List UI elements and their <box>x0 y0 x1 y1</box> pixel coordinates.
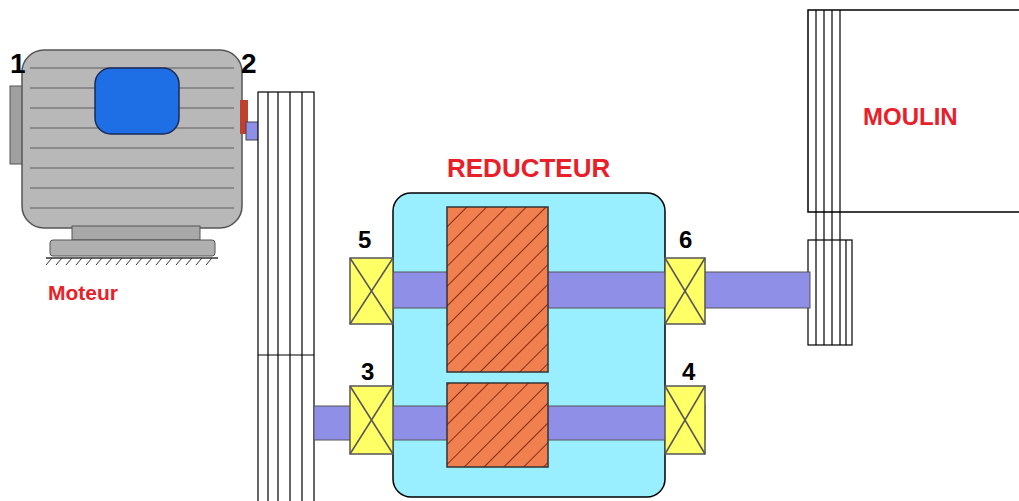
callout-number: 5 <box>358 228 371 252</box>
small-gear <box>447 383 548 467</box>
reducer-housing <box>393 193 665 497</box>
callout-number: 4 <box>682 360 695 384</box>
bearings <box>350 258 705 454</box>
callout-number: 2 <box>241 50 257 78</box>
callout-number: 1 <box>10 50 26 78</box>
node-title: REDUCTEUR <box>447 155 610 181</box>
large-gear <box>447 207 548 372</box>
mill-pulley <box>808 10 852 345</box>
mill-box: MOULIN <box>808 10 1019 212</box>
callout-number: 3 <box>361 360 374 384</box>
part-name: Moteur <box>48 282 118 303</box>
node-title: MOULIN <box>863 105 958 129</box>
belt-pulleys <box>258 92 314 501</box>
motor <box>10 50 260 265</box>
callout-number: 6 <box>679 228 692 252</box>
reducer-box: REDUCTEUR <box>393 193 665 497</box>
